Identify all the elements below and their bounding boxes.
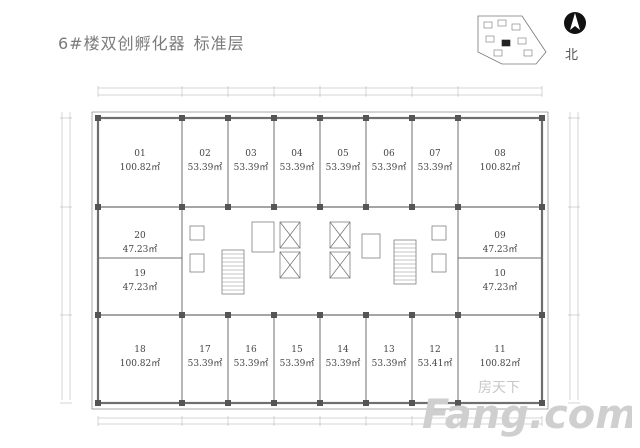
unit-number: 16	[245, 345, 257, 355]
site-keyplan	[477, 15, 547, 65]
north-arrow-icon	[564, 12, 586, 34]
north-label: 北	[565, 48, 579, 63]
unit-number: 03	[245, 149, 257, 159]
unit-area: 53.39㎡	[280, 358, 315, 369]
unit-number: 10	[494, 269, 506, 279]
unit-number: 02	[199, 149, 210, 159]
column	[179, 204, 185, 210]
unit-number: 06	[383, 149, 395, 159]
column	[225, 400, 231, 406]
unit-area: 53.39㎡	[280, 162, 315, 173]
column	[179, 400, 185, 406]
column	[539, 115, 545, 121]
unit-number: 17	[199, 345, 211, 355]
column	[409, 115, 415, 121]
unit-number: 01	[134, 149, 145, 159]
unit-number: 14	[337, 345, 349, 355]
unit-number: 09	[494, 231, 506, 241]
column	[363, 115, 369, 121]
column	[539, 204, 545, 210]
column	[317, 204, 323, 210]
column	[409, 400, 415, 406]
unit-number: 07	[429, 149, 441, 159]
stair-treads	[222, 243, 416, 291]
column	[455, 204, 461, 210]
unit-area: 47.23㎡	[123, 282, 158, 293]
column	[539, 400, 545, 406]
floor-name: 标准层	[193, 34, 245, 53]
unit-area: 47.23㎡	[483, 282, 518, 293]
column	[95, 115, 101, 121]
unit-number: 08	[494, 149, 506, 159]
column	[179, 312, 185, 318]
column	[455, 400, 461, 406]
unit-area: 100.82㎡	[120, 358, 161, 369]
column	[363, 400, 369, 406]
unit-area: 53.39㎡	[372, 162, 407, 173]
structural-columns	[95, 115, 545, 406]
column	[225, 115, 231, 121]
unit-number: 19	[134, 269, 146, 279]
unit-area: 53.41㎡	[418, 358, 453, 369]
unit-number: 11	[494, 345, 505, 355]
unit-area: 100.82㎡	[480, 162, 521, 173]
unit-number: 04	[291, 149, 303, 159]
column	[455, 115, 461, 121]
building-name: 6#楼双创孵化器	[58, 34, 186, 53]
column	[271, 312, 277, 318]
plan-title: 6#楼双创孵化器标准层	[58, 30, 245, 54]
column	[271, 115, 277, 121]
column	[95, 204, 101, 210]
column	[409, 312, 415, 318]
column	[317, 312, 323, 318]
column	[271, 400, 277, 406]
column	[317, 115, 323, 121]
watermark-text: Fang.com	[422, 392, 632, 438]
unit-area: 53.39㎡	[188, 358, 223, 369]
unit-area: 100.82㎡	[120, 162, 161, 173]
column	[363, 204, 369, 210]
unit-number: 20	[134, 231, 146, 241]
unit-area: 47.23㎡	[483, 244, 518, 255]
column	[95, 400, 101, 406]
fang-watermark-logo: 房天下 Fang.com	[422, 380, 632, 438]
column	[95, 312, 101, 318]
watermark-brand: 房天下	[478, 380, 520, 396]
unit-number: 15	[291, 345, 303, 355]
column	[317, 400, 323, 406]
column	[409, 204, 415, 210]
unit-number: 18	[134, 345, 146, 355]
column	[363, 312, 369, 318]
column	[225, 312, 231, 318]
unit-area: 53.39㎡	[418, 162, 453, 173]
unit-area: 53.39㎡	[372, 358, 407, 369]
unit-number: 05	[337, 149, 349, 159]
unit-labels: 01 100.82㎡ 02 53.39㎡ 03 53.39㎡ 04 53.39㎡ 05 53.39…	[120, 149, 521, 369]
column	[179, 115, 185, 121]
column	[271, 204, 277, 210]
column	[539, 312, 545, 318]
unit-area: 47.23㎡	[123, 244, 158, 255]
unit-area: 53.39㎡	[234, 358, 269, 369]
unit-area: 100.82㎡	[480, 358, 521, 369]
column	[455, 312, 461, 318]
unit-area: 53.39㎡	[234, 162, 269, 173]
service-core	[189, 221, 447, 295]
dimension-ticks	[60, 86, 580, 426]
unit-number: 13	[383, 345, 395, 355]
unit-number: 12	[429, 345, 440, 355]
column	[225, 204, 231, 210]
unit-area: 53.39㎡	[188, 162, 223, 173]
unit-area: 53.39㎡	[326, 358, 361, 369]
unit-area: 53.39㎡	[326, 162, 361, 173]
